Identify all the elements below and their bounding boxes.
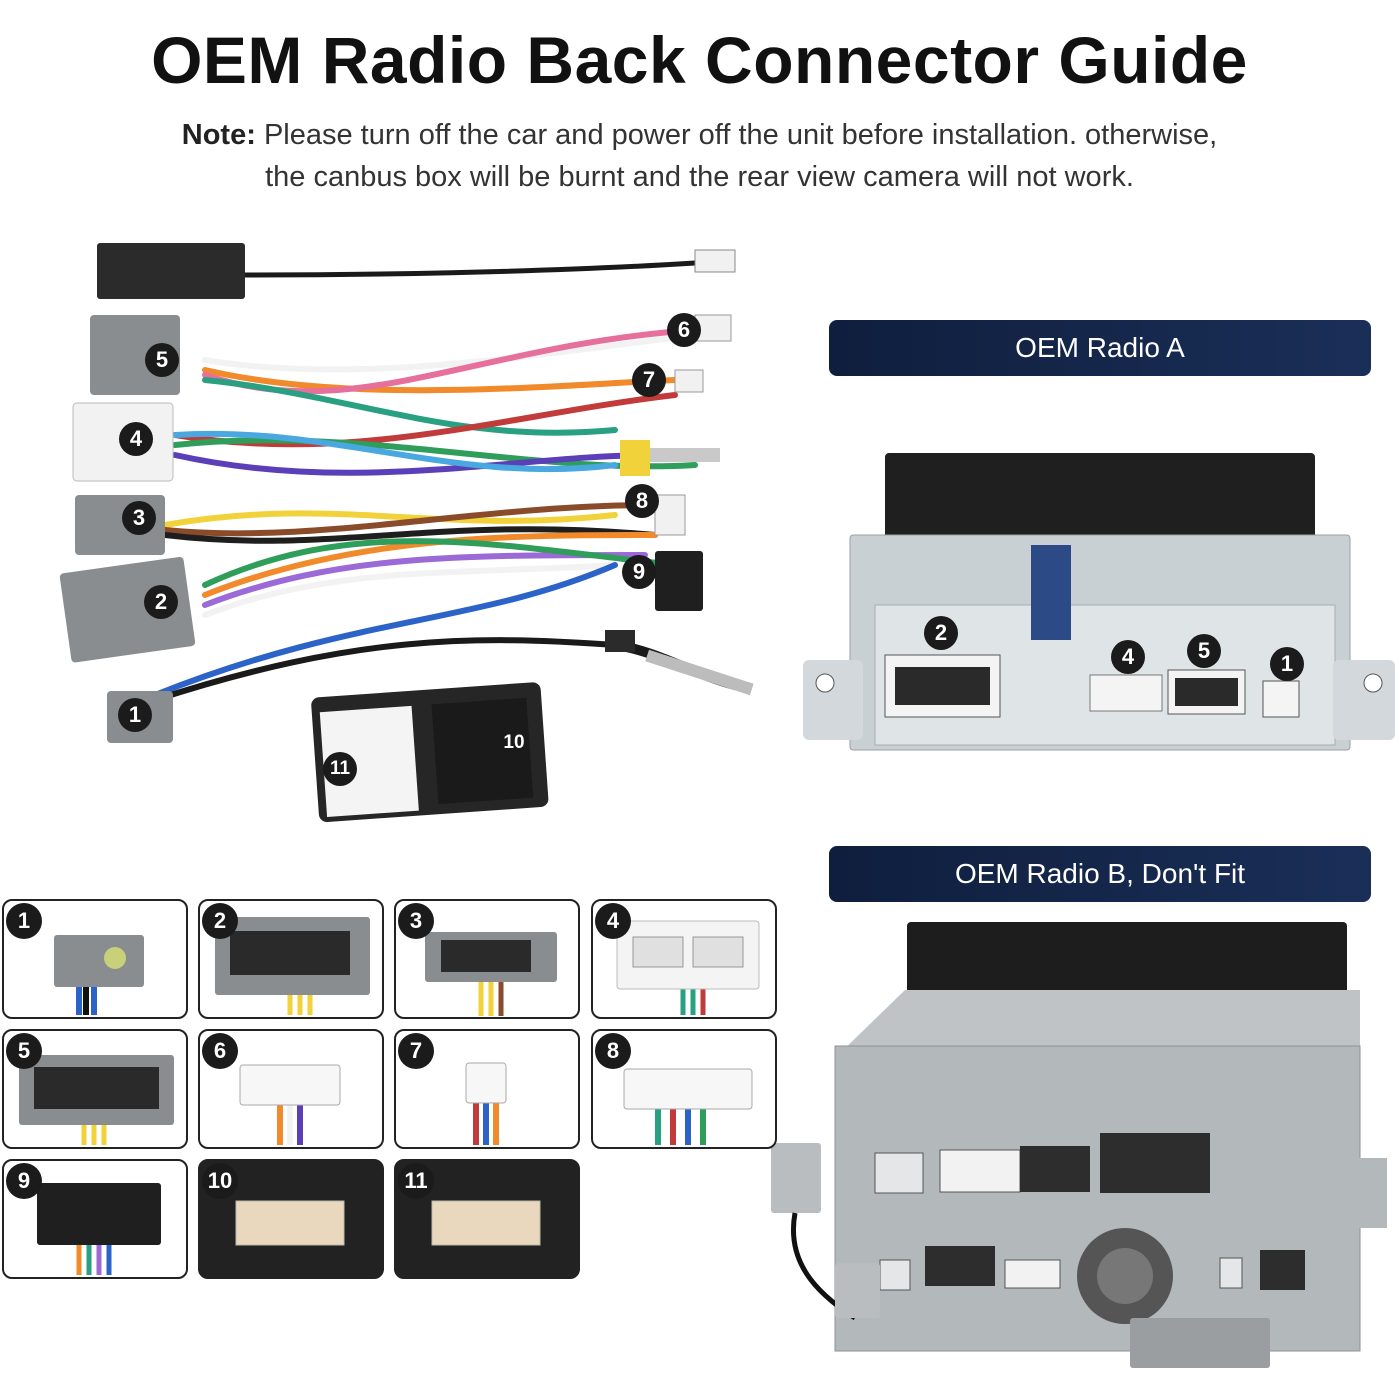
connector-tile-3: 3: [394, 899, 580, 1019]
tile-number: 3: [398, 903, 434, 939]
connector-tile-5: 5: [2, 1029, 188, 1149]
radio-a-port-4: 4: [1111, 640, 1145, 674]
harness-callout-9: 9: [622, 555, 656, 589]
note-line-2: the canbus box will be burnt and the rea…: [265, 161, 1134, 193]
connector-tile-1: 1: [2, 899, 188, 1019]
tile-number: 5: [6, 1033, 42, 1069]
white-wide-plug-icon: [623, 1068, 753, 1145]
white-mini-plug-icon: [465, 1062, 507, 1145]
radio-b-illustration: [771, 922, 1387, 1368]
radio-a-port-5: 5: [1187, 634, 1221, 668]
connector-tile-11: 11: [394, 1159, 580, 1279]
radio-a-port-1: 1: [1270, 647, 1304, 681]
radio-b-label: OEM Radio B, Don't Fit: [829, 846, 1371, 902]
harness-callout-7: 7: [632, 363, 666, 397]
white-plug-icon: [616, 920, 760, 1015]
harness-callout-3: 3: [122, 501, 156, 535]
note-label: Note:: [181, 119, 256, 151]
tile-number: 9: [6, 1163, 42, 1199]
installation-note: Note: Please turn off the car and power …: [0, 114, 1399, 198]
grey-mid-plug-icon: [425, 932, 557, 1016]
connector-tile-8: 8: [591, 1029, 777, 1149]
connector-tile-4: 4: [591, 899, 777, 1019]
grey-multi-pin-plug-icon: [19, 1055, 174, 1145]
tile-number: 2: [202, 903, 238, 939]
harness-callout-4: 4: [119, 422, 153, 456]
radio-a-label: OEM Radio A: [829, 320, 1371, 376]
tile-number: 7: [398, 1033, 434, 1069]
box-socket-icon: [431, 1200, 541, 1246]
harness-callout-11: 11: [323, 752, 357, 786]
radio-a-illustration: [803, 453, 1395, 751]
box-socket-icon: [235, 1200, 345, 1246]
grey-antenna-plug-icon: [54, 935, 144, 1015]
white-small-plug-icon: [239, 1064, 341, 1145]
grey-large-plug-icon: [215, 917, 370, 1015]
harness-callout-10: 10: [503, 732, 525, 753]
tile-number: 10: [202, 1163, 238, 1199]
tile-number: 4: [595, 903, 631, 939]
black-plug-icon: [37, 1183, 161, 1275]
tile-number: 11: [398, 1163, 434, 1199]
harness-callout-2: 2: [144, 585, 178, 619]
connector-tile-9: 9: [2, 1159, 188, 1279]
connector-tile-6: 6: [198, 1029, 384, 1149]
connector-tile-2: 2: [198, 899, 384, 1019]
radio-a-port-2: 2: [924, 616, 958, 650]
tile-number: 1: [6, 903, 42, 939]
connector-tile-10: 10: [198, 1159, 384, 1279]
tile-number: 6: [202, 1033, 238, 1069]
harness-callout-6: 6: [667, 313, 701, 347]
harness-callout-8: 8: [625, 484, 659, 518]
connector-tile-7: 7: [394, 1029, 580, 1149]
tile-number: 8: [595, 1033, 631, 1069]
harness-callout-5: 5: [145, 343, 179, 377]
page-title: OEM Radio Back Connector Guide: [151, 23, 1248, 97]
note-line-1: Please turn off the car and power off th…: [263, 119, 1218, 151]
wiring-harness-illustration: [59, 243, 754, 822]
harness-callout-1: 1: [118, 698, 152, 732]
